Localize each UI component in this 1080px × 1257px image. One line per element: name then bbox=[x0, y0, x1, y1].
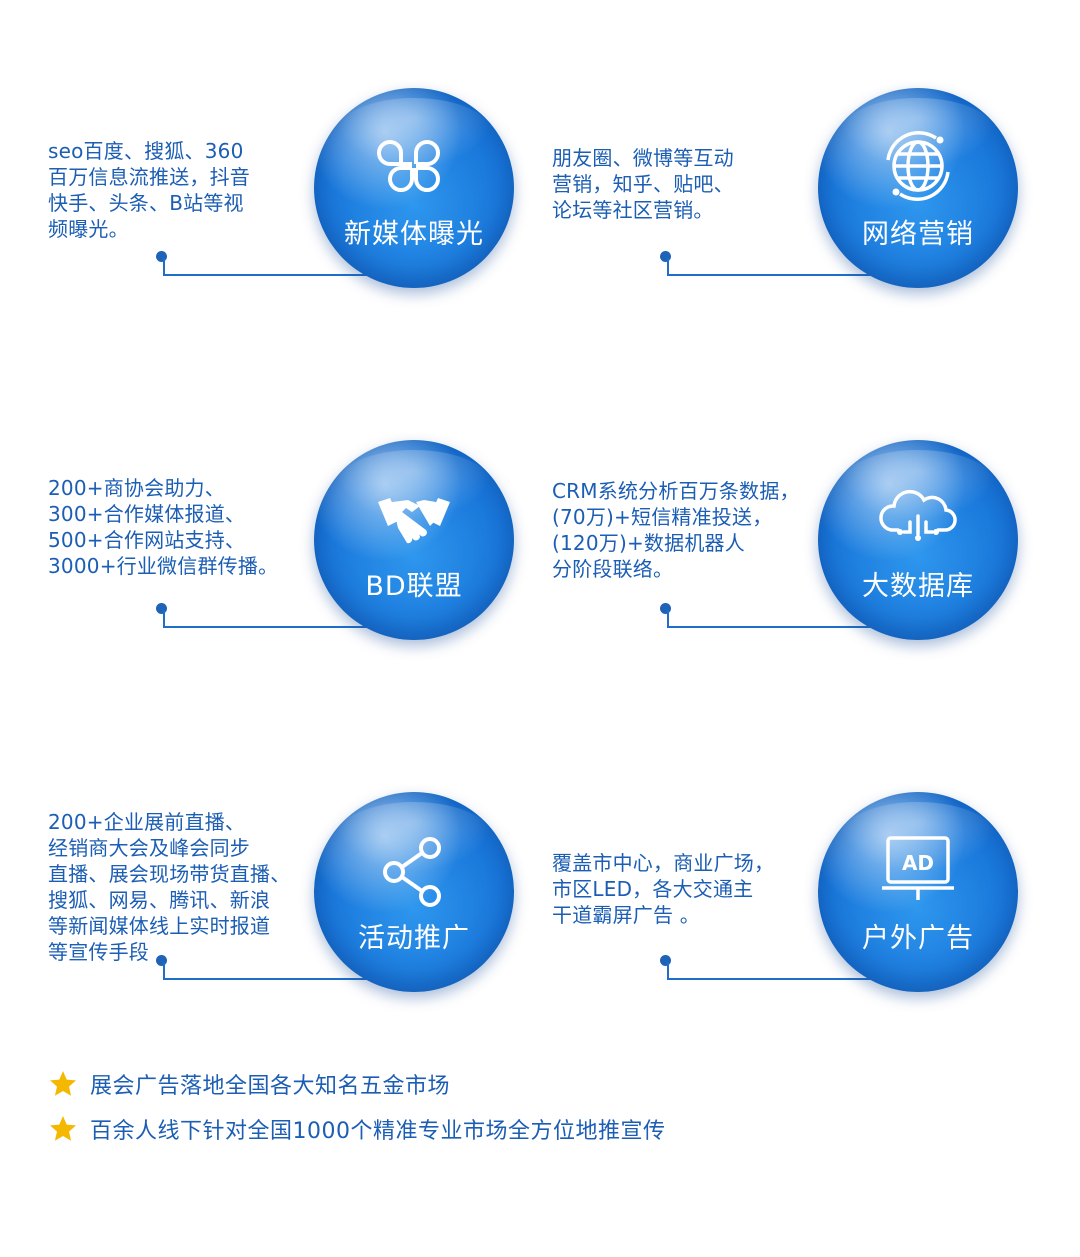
clover-icon bbox=[377, 140, 440, 192]
note-text: 展会广告落地全国各大知名五金市场 bbox=[90, 1074, 451, 1099]
star-icon bbox=[50, 1071, 76, 1096]
connector-line bbox=[667, 610, 874, 628]
service-label: 大数据库 bbox=[862, 571, 974, 602]
note-text: 百余人线下针对全国1000个精准专业市场全方位地推宣传 bbox=[90, 1119, 666, 1144]
service-ball: 网络营销 bbox=[818, 88, 1018, 288]
service-card-bd-alliance: 200+商协会助力、 300+合作媒体报道、 500+合作网站支持、 3000+… bbox=[48, 440, 568, 680]
connector-line bbox=[667, 258, 874, 276]
service-card-new-media: seo百度、搜狐、360 百万信息流推送，抖音 快手、头条、B站等视 频曝光。 … bbox=[48, 88, 568, 328]
service-card-network-marketing: 朋友圈、微博等互动 营销，知乎、贴吧、 论坛等社区营销。 网络营销 bbox=[552, 88, 1072, 328]
cloud-data-icon bbox=[879, 489, 957, 541]
connector-dot bbox=[156, 603, 167, 614]
service-description: 200+企业展前直播、 经销商大会及峰会同步 直播、展会现场带货直播、 搜狐、网… bbox=[48, 810, 291, 964]
service-ball: 活动推广 bbox=[314, 792, 514, 992]
service-card-big-data: CRM系统分析百万条数据， (70万)+短信精准投送， (120万)+数据机器人… bbox=[552, 440, 1072, 680]
connector-dot bbox=[660, 955, 671, 966]
service-description: CRM系统分析百万条数据， (70万)+短信精准投送， (120万)+数据机器人… bbox=[552, 479, 800, 581]
service-description: 200+商协会助力、 300+合作媒体报道、 500+合作网站支持、 3000+… bbox=[48, 476, 279, 578]
service-label: 户外广告 bbox=[862, 923, 974, 954]
service-description: 覆盖市中心，商业广场， 市区LED，各大交通主 干道霸屏广告 。 bbox=[552, 851, 775, 927]
service-ball: 大数据库 bbox=[818, 440, 1018, 640]
connector-line bbox=[163, 610, 370, 628]
note-item: 百余人线下针对全国1000个精准专业市场全方位地推宣传 bbox=[48, 1113, 666, 1145]
note-item: 展会广告落地全国各大知名五金市场 bbox=[48, 1068, 450, 1100]
service-description: 朋友圈、微博等互动 营销，知乎、贴吧、 论坛等社区营销。 bbox=[552, 146, 734, 222]
connector-dot bbox=[660, 603, 671, 614]
connector-line bbox=[163, 258, 370, 276]
service-card-outdoor-ads: 覆盖市中心，商业广场， 市区LED，各大交通主 干道霸屏广告 。 AD 户外广告 bbox=[552, 792, 1072, 1032]
ad-board-icon: AD bbox=[882, 836, 954, 900]
service-description: seo百度、搜狐、360 百万信息流推送，抖音 快手、头条、B站等视 频曝光。 bbox=[48, 139, 250, 241]
service-label: 新媒体曝光 bbox=[344, 219, 484, 250]
service-label: 活动推广 bbox=[358, 923, 470, 954]
share-icon bbox=[383, 837, 441, 907]
handshake-icon bbox=[378, 498, 450, 544]
service-ball: 新媒体曝光 bbox=[314, 88, 514, 288]
connector-dot bbox=[660, 251, 671, 262]
service-ball: BD联盟 bbox=[314, 440, 514, 640]
connector-line bbox=[667, 962, 874, 980]
star-icon bbox=[50, 1116, 76, 1141]
svg-text:AD: AD bbox=[902, 851, 934, 875]
connector-dot bbox=[156, 251, 167, 262]
connector-dot bbox=[156, 955, 167, 966]
connector-line bbox=[163, 962, 370, 980]
service-label: 网络营销 bbox=[862, 219, 974, 250]
service-card-event-promotion: 200+企业展前直播、 经销商大会及峰会同步 直播、展会现场带货直播、 搜狐、网… bbox=[48, 792, 568, 1032]
globe-icon bbox=[886, 131, 950, 201]
service-label: BD联盟 bbox=[365, 571, 463, 602]
service-ball: AD 户外广告 bbox=[818, 792, 1018, 992]
